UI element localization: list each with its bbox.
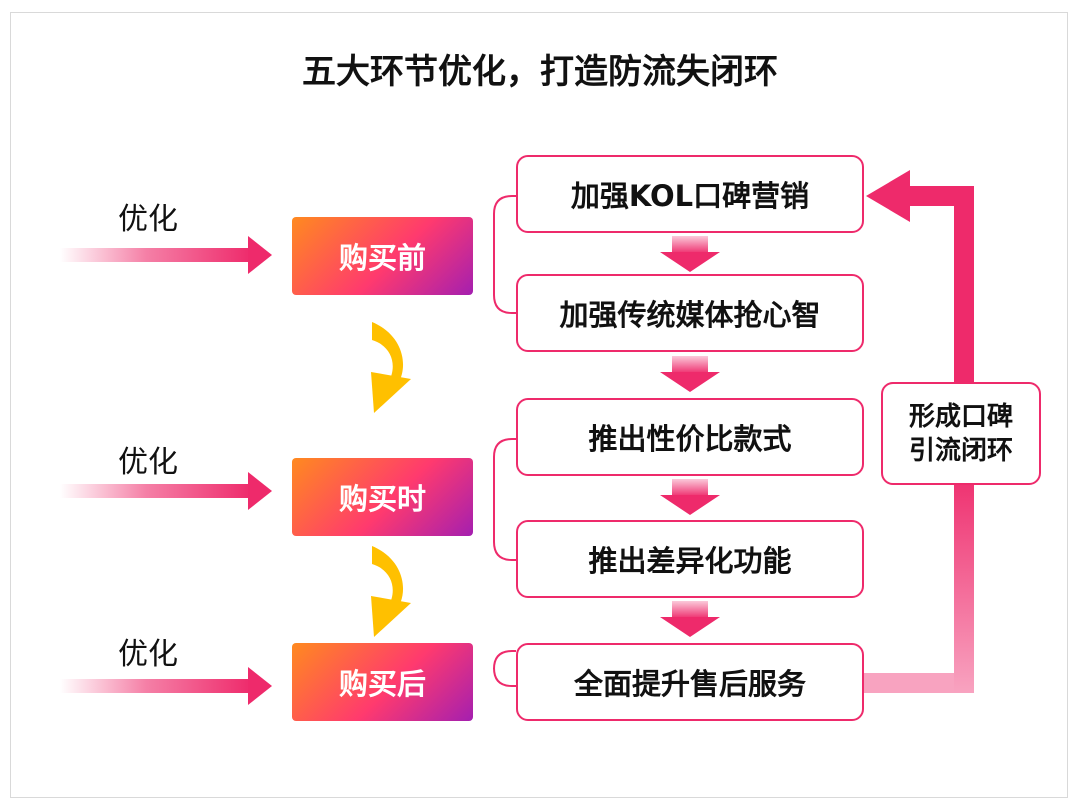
step-kol-marketing: 加强KOL口碑营销 [516, 155, 864, 233]
stage-transition-arrow-2 [371, 546, 411, 637]
stage-during-purchase: 购买时 [292, 458, 473, 536]
bracket-during-purchase [493, 438, 516, 561]
stage-transition-arrow-1 [371, 322, 411, 413]
optimize-label-during: 优化 [118, 445, 178, 480]
step-traditional-media: 加强传统媒体抢心智 [516, 274, 864, 352]
loop-label-line-1: 形成口碑 [908, 401, 1013, 432]
step-differentiated-features: 推出差异化功能 [516, 520, 864, 598]
optimize-label-post: 优化 [118, 637, 178, 672]
loop-label-line-2: 引流闭环 [908, 435, 1013, 466]
stage-pre-purchase: 购买前 [292, 217, 473, 295]
incoming-arrow-3 [60, 667, 272, 705]
diagram-title: 五大环节优化，打造防流失闭环 [302, 52, 778, 92]
step-value-products: 推出性价比款式 [516, 398, 864, 476]
stage-post-purchase: 购买后 [292, 643, 473, 721]
incoming-arrow-2 [60, 472, 272, 510]
step-down-arrow-3 [660, 479, 720, 515]
bracket-post-purchase [493, 650, 516, 687]
diagram-frame [10, 12, 1068, 798]
loop-label-box: 形成口碑 引流闭环 [881, 382, 1041, 485]
optimize-label-pre: 优化 [118, 202, 178, 237]
step-down-arrow-2 [660, 356, 720, 392]
step-down-arrow-4 [660, 601, 720, 637]
step-down-arrow-1 [660, 236, 720, 272]
incoming-arrow-1 [60, 236, 272, 274]
bracket-pre-purchase [493, 195, 516, 314]
step-after-sales-service: 全面提升售后服务 [516, 643, 864, 721]
